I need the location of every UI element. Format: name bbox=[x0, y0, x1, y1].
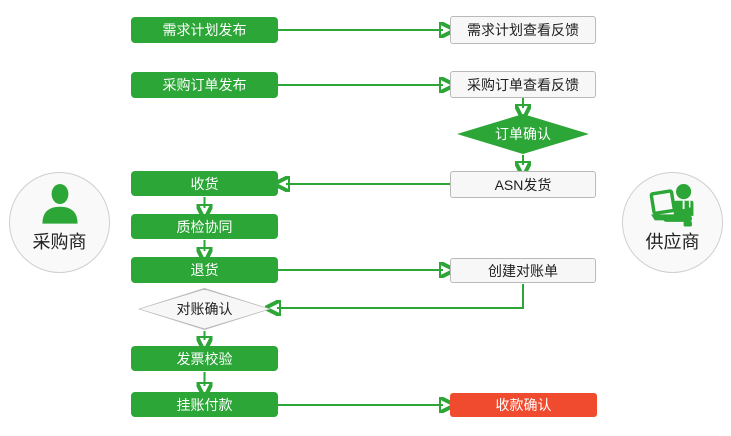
buyer-label: 采购商 bbox=[32, 232, 87, 252]
node-quality-collab: 质检协同 bbox=[131, 214, 278, 239]
node-return-goods: 退货 bbox=[131, 257, 278, 283]
node-statement-confirm: 对账确认 bbox=[138, 288, 271, 330]
actor-buyer: 采购商 bbox=[9, 172, 110, 273]
actor-supplier: 供应商 bbox=[622, 172, 723, 273]
node-invoice-verify: 发票校验 bbox=[131, 346, 278, 371]
node-po-feedback: 采购订单查看反馈 bbox=[450, 71, 596, 98]
node-po-publish: 采购订单发布 bbox=[131, 72, 278, 98]
arrow-statement-to-confirm bbox=[277, 284, 524, 308]
node-demand-plan-feedback: 需求计划查看反馈 bbox=[450, 16, 596, 44]
node-receipt-confirm: 收款确认 bbox=[450, 393, 597, 417]
node-receive-goods: 收货 bbox=[131, 171, 278, 196]
node-demand-plan-publish: 需求计划发布 bbox=[131, 17, 278, 43]
node-book-payment: 挂账付款 bbox=[131, 392, 278, 417]
person-silhouette-icon bbox=[35, 182, 85, 230]
person-at-laptop-icon bbox=[648, 182, 698, 230]
node-asn-ship: ASN发货 bbox=[450, 171, 596, 198]
node-label: 对账确认 bbox=[176, 301, 233, 317]
node-label: 订单确认 bbox=[495, 126, 551, 142]
node-order-confirm: 订单确认 bbox=[457, 114, 589, 154]
node-create-statement: 创建对账单 bbox=[450, 258, 596, 283]
supplier-label: 供应商 bbox=[645, 232, 700, 252]
